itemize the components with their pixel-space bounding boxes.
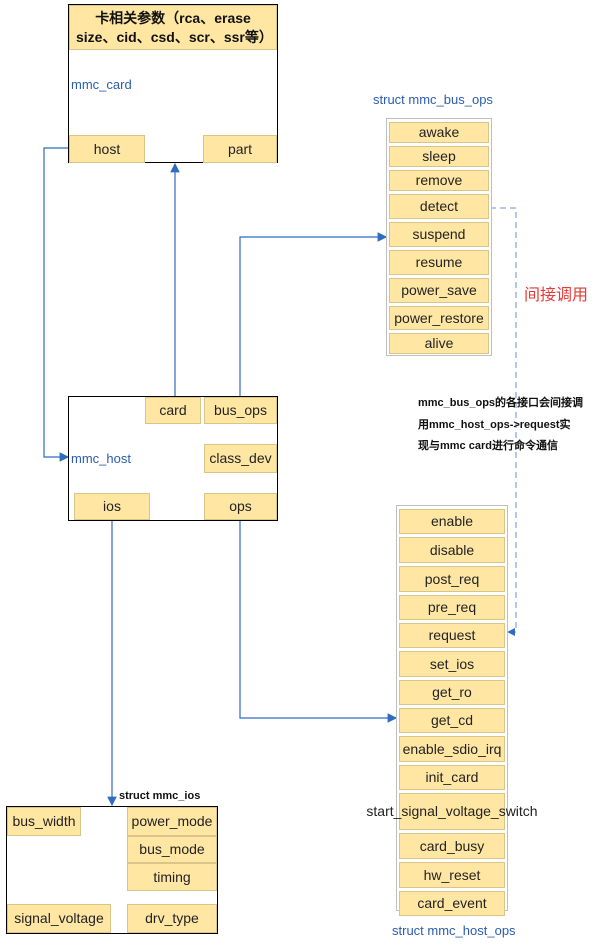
mmc-card-host-field[interactable]: host (69, 135, 145, 163)
host-ops-item[interactable]: init_card (399, 765, 505, 790)
card-params-title: 卡相关参数（rca、erase size、cid、csd、scr、ssr等） (69, 5, 277, 50)
host-ops-item[interactable]: card_event (399, 891, 505, 916)
host-ops-item[interactable]: get_cd (399, 708, 505, 733)
bus-ops-item[interactable]: alive (389, 333, 489, 354)
host-ops-item[interactable]: get_ro (399, 680, 505, 705)
ios-power-mode-field[interactable]: power_mode (127, 807, 217, 836)
host-ops-item[interactable]: set_ios (399, 651, 505, 677)
host-ops-item[interactable]: card_busy (399, 833, 505, 859)
ios-bus-mode-field[interactable]: bus_mode (127, 836, 217, 863)
bus-ops-item[interactable]: sleep (389, 146, 489, 167)
bus-ops-item[interactable]: resume (389, 250, 489, 275)
ios-signal-voltage-field[interactable]: signal_voltage (7, 904, 111, 933)
host-ops-item[interactable]: enable (399, 509, 505, 534)
bus-ops-item[interactable]: remove (389, 170, 489, 191)
ios-timing-field[interactable]: timing (127, 863, 217, 891)
host-ops-item[interactable]: hw_reset (399, 862, 505, 888)
bus-ops-item[interactable]: detect (389, 194, 489, 219)
host-ops-item[interactable]: disable (399, 537, 505, 563)
mmc-host-bus-ops-field[interactable]: bus_ops (204, 397, 277, 424)
mmc-host-ios-field[interactable]: ios (74, 493, 150, 520)
mmc-host-card-field[interactable]: card (145, 397, 201, 424)
note-line-2: 用mmc_host_ops->request实 (418, 419, 571, 431)
bus-ops-item[interactable]: power_restore (389, 306, 489, 330)
arrow-ops-to-struct (239, 520, 398, 723)
ios-struct-title: struct mmc_ios (119, 790, 201, 802)
bus-ops-item[interactable]: power_save (389, 278, 489, 303)
host-ops-item[interactable]: post_req (399, 566, 505, 592)
mmc-host-label: mmc_host (71, 451, 131, 466)
host-ops-item[interactable]: request (399, 623, 505, 648)
bus-ops-struct-title: struct mmc_bus_ops (373, 92, 493, 107)
indirect-call-label: 间接调用 (524, 287, 589, 304)
host-ops-item[interactable]: enable_sdio_irq (399, 736, 505, 762)
mmc-host-ops-field[interactable]: ops (204, 493, 277, 520)
card-params-text: 卡相关参数（rca、erase size、cid、csd、scr、ssr等） (76, 9, 273, 45)
ios-drv-type-field[interactable]: drv_type (127, 904, 217, 933)
mmc-host-class-dev-field[interactable]: class_dev (204, 444, 277, 473)
mmc-card-label: mmc_card (71, 77, 132, 92)
bus-ops-list: awake sleep remove detect suspend resume power… (386, 118, 492, 356)
arrow-host-to-mmc-host (43, 147, 70, 462)
host-ops-item[interactable]: start_signal_voltage_switch (366, 793, 538, 830)
host-ops-struct-title: struct mmc_host_ops (392, 923, 516, 938)
note-line-1: mmc_bus_ops的各接口会间接调 (418, 397, 584, 409)
host-ops-item[interactable]: pre_req (399, 595, 505, 620)
bus-ops-item[interactable]: awake (389, 122, 489, 143)
mmc-card-part-field[interactable]: part (203, 135, 277, 163)
ios-bus-width-field[interactable]: bus_width (7, 807, 81, 836)
bus-ops-item[interactable]: suspend (389, 222, 489, 247)
arrow-bus-ops-to-struct (239, 232, 388, 396)
note-line-3: 现与mmc card进行命令通信 (418, 440, 558, 452)
